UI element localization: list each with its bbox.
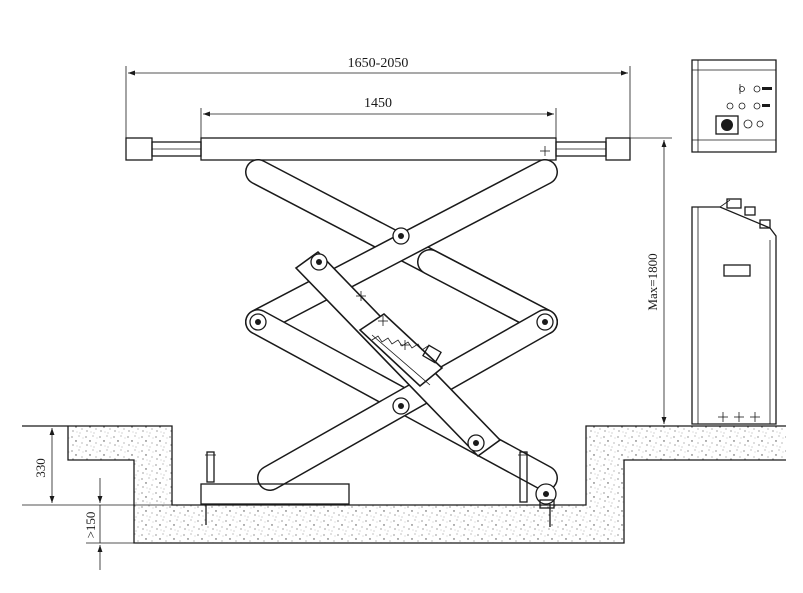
pit-depth-label: 330 bbox=[33, 458, 48, 478]
dimension-max-height: Max=1800 bbox=[630, 137, 672, 424]
handle-icon bbox=[723, 264, 751, 277]
control-box-side-view bbox=[691, 198, 777, 425]
platform-bolt-icon bbox=[540, 146, 550, 156]
hydraulic-cylinder bbox=[294, 250, 502, 458]
platform-length-label: 1450 bbox=[364, 96, 392, 111]
max-height-label: Max=1800 bbox=[645, 253, 660, 310]
dimension-overall-width: 1650-2050 bbox=[125, 56, 631, 160]
dimension-platform-length: 1450 bbox=[200, 96, 557, 138]
concrete-foundation bbox=[22, 425, 786, 544]
min-depth-label: >150 bbox=[83, 512, 98, 539]
control-box-top-view bbox=[691, 59, 777, 153]
scissor-arms bbox=[245, 159, 558, 491]
overall-width-label: 1650-2050 bbox=[348, 56, 409, 71]
dimension-pit-depth: 330 bbox=[22, 425, 172, 506]
control-button-icons bbox=[715, 84, 772, 135]
lift-platform bbox=[125, 137, 631, 161]
base-frame bbox=[200, 451, 557, 527]
bolt-icons bbox=[718, 412, 760, 422]
pivot-pins bbox=[249, 227, 554, 452]
dimension-min-depth: >150 bbox=[83, 478, 134, 570]
